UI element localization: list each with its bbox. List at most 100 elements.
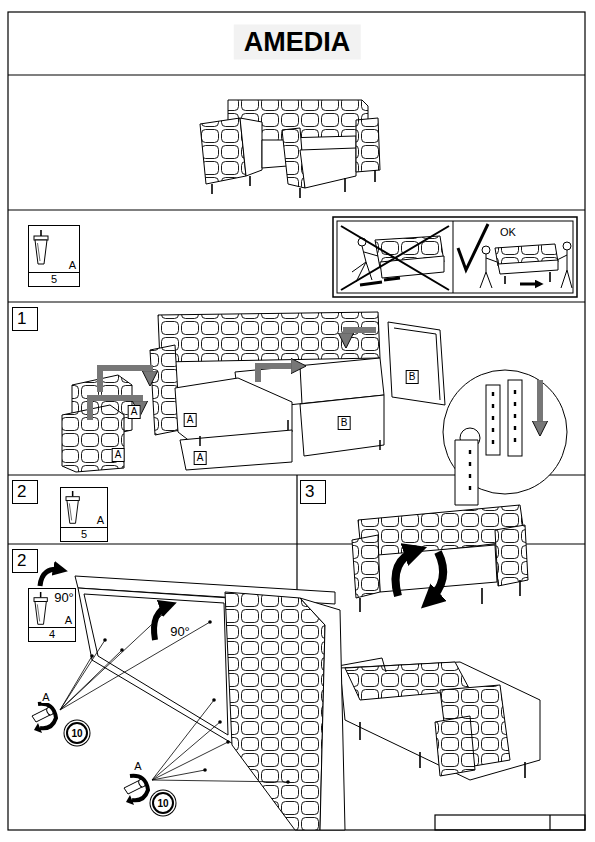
handling-warning	[480, 254, 497, 288]
step3-sofa	[338, 658, 386, 672]
step3-sofa	[352, 535, 380, 598]
handling-warning	[453, 221, 454, 293]
step1-assembly	[180, 430, 292, 470]
assembly-arrow	[90, 330, 376, 420]
assembly-arrow	[100, 368, 150, 392]
page-frame	[8, 12, 585, 830]
leader-line	[152, 700, 288, 782]
bracket-detail	[455, 440, 478, 505]
fixing-point	[208, 620, 212, 624]
angle-label: 90°	[53, 591, 75, 605]
sofa-overview	[300, 148, 356, 188]
page-frame	[8, 12, 585, 830]
handling-warning	[333, 217, 577, 297]
quantity-number: 10	[71, 728, 82, 739]
part-letter: A	[133, 760, 142, 772]
fixing-point	[212, 698, 216, 702]
handling-warning	[341, 226, 449, 290]
step-number-text: 2	[17, 482, 26, 502]
quantity-circle: 10	[66, 722, 88, 744]
step-number-text: 3	[305, 482, 314, 502]
bracket-detail	[537, 380, 543, 430]
assembly-arrow	[258, 366, 300, 382]
bracket-detail	[469, 450, 471, 490]
step2-frame	[40, 569, 62, 586]
leader-line	[60, 614, 288, 782]
step1-assembly	[158, 312, 380, 362]
fixing-point	[90, 654, 94, 658]
bracket-detail	[493, 390, 515, 444]
step2-frame	[154, 605, 170, 640]
handling-warning	[557, 250, 572, 288]
fixing-point	[90, 612, 290, 784]
bolt-icon	[32, 704, 148, 805]
bolt-icon	[124, 776, 148, 805]
leader-line	[60, 614, 210, 710]
handling-warning	[505, 272, 550, 284]
fixing-point	[103, 638, 107, 642]
part-letter-area: A	[61, 488, 107, 527]
handling-warning	[498, 260, 558, 274]
assembly-arrow	[346, 330, 376, 342]
page-frame	[549, 815, 550, 830]
step2-frame	[40, 569, 345, 830]
step-number: 2	[12, 549, 38, 573]
page-frame	[8, 301, 585, 302]
step-number: 1	[12, 307, 38, 331]
handling-warning	[482, 246, 490, 254]
step3-sofa	[396, 550, 419, 596]
handling-warning	[360, 278, 400, 285]
step3-sofa	[340, 662, 540, 780]
step1-assembly	[394, 328, 440, 400]
quantity-circle: 10	[152, 792, 174, 814]
step1-assembly	[388, 322, 445, 405]
fixing-point	[286, 780, 290, 784]
quantity-strip: 5	[29, 272, 79, 286]
part-letter: A	[69, 259, 76, 271]
sheet-title: AMEDIA	[234, 25, 361, 60]
step3-sofa	[495, 525, 528, 586]
step-number-text: 2	[17, 551, 26, 571]
handling-warning	[337, 221, 573, 293]
fixing-point	[161, 612, 165, 616]
part-letter: A	[128, 405, 141, 419]
step2-frame	[300, 598, 345, 830]
part-quantity: 5	[81, 528, 87, 540]
step-number-text: 1	[17, 309, 26, 329]
sofa-overview	[240, 118, 262, 176]
handling-warning	[480, 242, 572, 288]
page-frame	[435, 815, 585, 830]
fixing-point	[203, 768, 207, 772]
sofa-overview	[200, 100, 380, 198]
step1-assembly	[200, 420, 380, 450]
page-frame	[8, 209, 585, 210]
step3-sofa	[435, 716, 475, 776]
part-letter: A	[184, 413, 197, 427]
fixing-point	[120, 648, 124, 652]
quantity-number: 10	[157, 798, 168, 809]
quantity-strip: 4	[29, 627, 75, 641]
sofa-overview	[212, 170, 375, 198]
handling-warning	[341, 226, 449, 290]
fixing-point	[226, 740, 230, 744]
handling-warning	[520, 283, 540, 286]
page-frame	[8, 74, 585, 75]
step3-sofa	[338, 505, 540, 780]
bolt-icon	[32, 704, 56, 733]
part-letter: A	[65, 614, 72, 626]
part-box: A5	[60, 487, 108, 542]
quantity-strip: 5	[61, 527, 107, 541]
part-box: A5	[28, 225, 80, 287]
handling-warning	[333, 217, 577, 297]
assembly-arrow	[90, 398, 140, 420]
step1-assembly	[300, 395, 384, 456]
sofa-overview	[200, 118, 246, 184]
part-quantity: 5	[51, 273, 57, 285]
part-letter: A	[41, 691, 50, 703]
sofa-overview	[356, 118, 380, 172]
part-letter: A	[112, 448, 125, 462]
part-letter: B	[338, 416, 351, 430]
leg-icon	[34, 592, 47, 624]
